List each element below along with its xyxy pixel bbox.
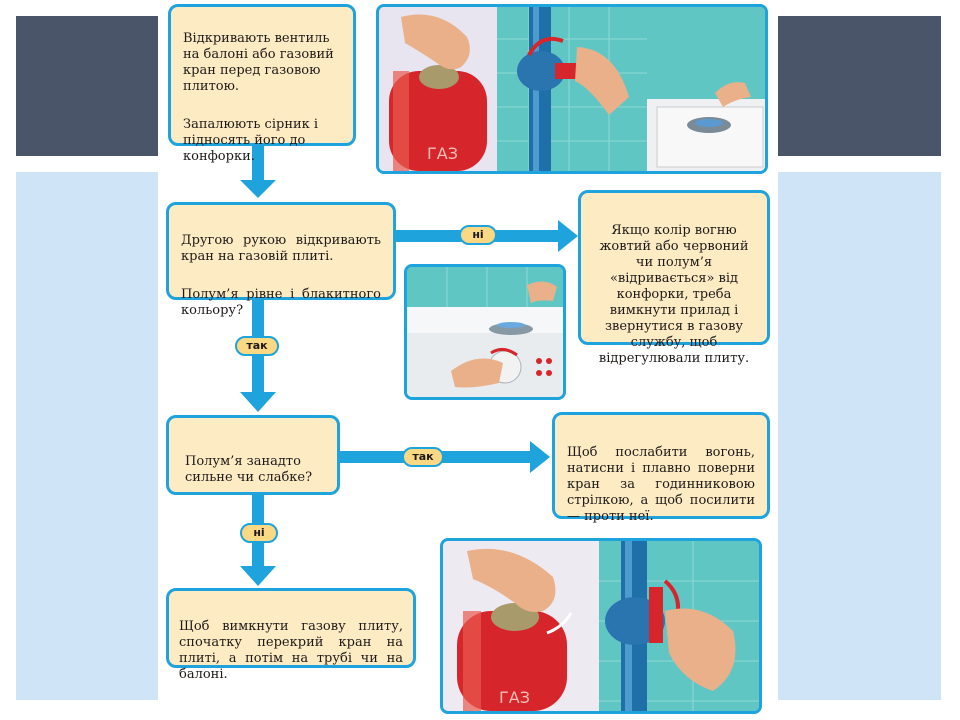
step-adjust-flame: Щоб послабити вогонь, натисни і плавно п… xyxy=(552,412,770,524)
arrow-head-4 xyxy=(530,441,550,473)
arrow-shaft-1 xyxy=(252,146,264,182)
no-label-2: ні xyxy=(240,523,278,543)
cylinder-label-top: ГАЗ xyxy=(427,144,458,163)
step-open-valve: Відкривають вентиль на балоні або газови… xyxy=(168,4,356,164)
step-wrong-flame-text: Якщо колір вогню жовтий або червоний чи … xyxy=(598,223,750,366)
step-open-stove-tap: Другою рукою відкривають кран на газовій… xyxy=(166,202,396,318)
left-header-block xyxy=(16,16,158,156)
step-adjust-flame-text: Щоб послабити вогонь, натисни і плавно п… xyxy=(567,445,755,524)
step-flame-strength: Полум’я занадто сильне чи слабке? xyxy=(166,415,340,495)
yes-label-1: так xyxy=(235,336,279,356)
step-wrong-flame: Якщо колір вогню жовтий або червоний чи … xyxy=(578,190,770,366)
gas-cylinder-top xyxy=(389,71,487,171)
step-turn-off: Щоб вимкнути газову плиту, спочатку пере… xyxy=(166,588,416,682)
cylinder-label-bottom: ГАЗ xyxy=(499,688,530,707)
arrow-head-1 xyxy=(240,180,276,198)
illustration-close-valves: ГАЗ xyxy=(440,538,762,714)
step-flame-strength-text: Полум’я занадто сильне чи слабке? xyxy=(185,454,313,485)
no-label-1: ні xyxy=(459,225,497,245)
step-open-stove-tap-text-1: Другою рукою відкривають кран на газовій… xyxy=(181,233,381,264)
step-open-stove-tap-text-2: Полум’я рівне і блакитного кольору? xyxy=(181,287,381,318)
yes-label-2: так xyxy=(402,447,444,467)
right-content-block xyxy=(778,172,941,700)
arrow-head-2 xyxy=(558,220,578,252)
arrow-head-3 xyxy=(240,392,276,412)
illustration-stove-knob xyxy=(404,264,566,400)
stove-knob-drawing xyxy=(407,267,563,397)
close-valves-drawing: ГАЗ xyxy=(443,541,759,711)
step-open-valve-text-1: Відкривають вентиль на балоні або газови… xyxy=(183,31,334,94)
arrow-head-5 xyxy=(240,566,276,586)
open-valves-drawing: ГАЗ xyxy=(379,7,765,171)
step-open-valve-text-2: Запалюють сірник і підносять його до кон… xyxy=(183,117,319,164)
left-content-block xyxy=(16,172,158,700)
right-header-block xyxy=(778,16,941,156)
gas-cylinder-bottom xyxy=(457,611,567,711)
illustration-open-valves: ГАЗ xyxy=(376,4,768,174)
step-turn-off-text: Щоб вимкнути газову плиту, спочатку пере… xyxy=(179,619,403,682)
